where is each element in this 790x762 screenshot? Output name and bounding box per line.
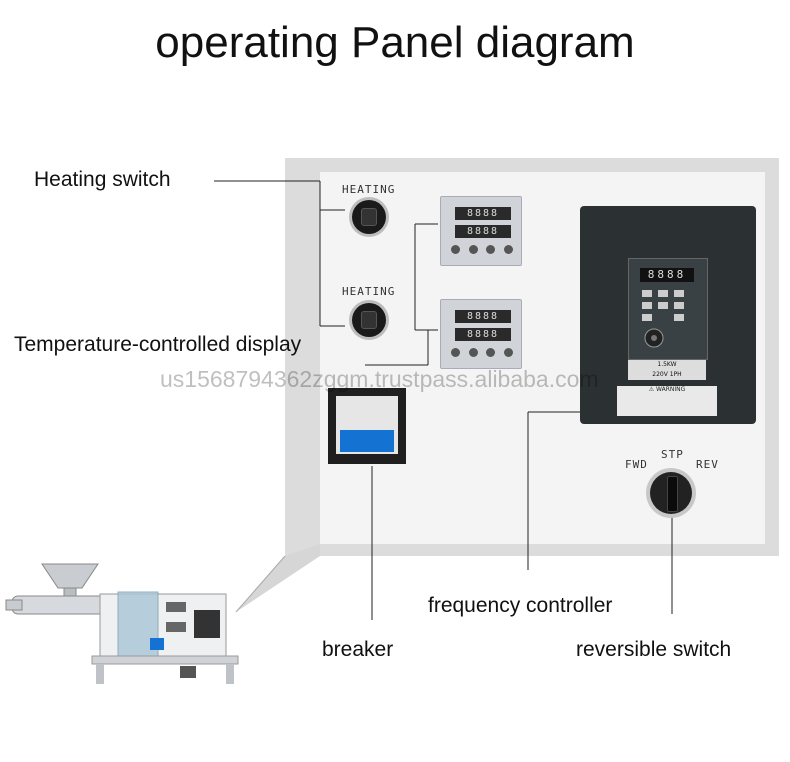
vfd-display: 8888 [640, 268, 694, 282]
heating-switch-1[interactable] [352, 200, 386, 234]
reversible-switch-label: reversible switch [576, 638, 732, 661]
oil-press-machine [5, 563, 239, 684]
heating-switch-2-caption: HEATING [342, 285, 396, 298]
breaker-lever[interactable] [340, 430, 394, 452]
tc2-pv-display: 8888 [455, 310, 511, 323]
tc1-sv-display: 8888 [455, 225, 511, 238]
vfd-buttons[interactable] [628, 286, 706, 356]
page-title: operating Panel diagram [155, 18, 635, 67]
tc2-buttons[interactable] [451, 348, 513, 360]
breaker-label: breaker [322, 638, 394, 661]
knob-rev-label: REV [696, 458, 719, 471]
temperature-display-label: Temperature-controlled display [14, 333, 302, 356]
vfd-warning-plate: ⚠ WARNING [617, 386, 717, 416]
tc1-buttons[interactable] [451, 245, 513, 257]
temperature-controller-2: 8888 8888 [440, 299, 522, 369]
reversible-switch-handle[interactable] [667, 476, 678, 512]
heating-switch-2[interactable] [352, 303, 386, 337]
tc2-sv-display: 8888 [455, 328, 511, 341]
tc1-pv-display: 8888 [455, 207, 511, 220]
temperature-controller-1: 8888 8888 [440, 196, 522, 266]
watermark: us1568794362zggm.trustpass.alibaba.com [160, 366, 599, 392]
heating-switch-label: Heating switch [34, 168, 171, 191]
frequency-controller-label: frequency controller [428, 594, 613, 617]
knob-stp-label: STP [661, 448, 684, 461]
knob-fwd-label: FWD [625, 458, 648, 471]
heating-switch-1-caption: HEATING [342, 183, 396, 196]
